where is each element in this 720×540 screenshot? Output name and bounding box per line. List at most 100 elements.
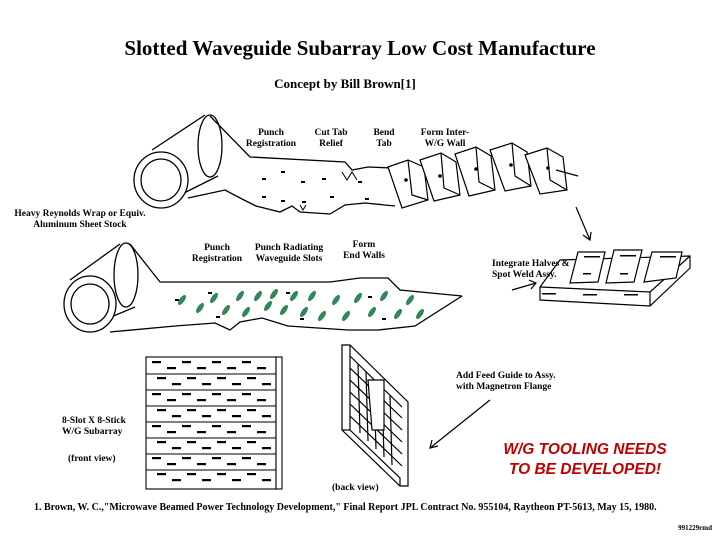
front-view-slot [227,367,236,370]
label-punch-radiating-slots: Punch Radiating Waveguide Slots [254,243,324,264]
front-view-slot [247,409,256,412]
label-add-feed-guide: Add Feed Guide to Assy. with Magnetron F… [456,371,556,392]
front-view-slot [217,441,226,444]
front-view-slot [187,441,196,444]
page-subtitle: Concept by Bill Brown[1] [274,76,416,91]
front-view-slot [242,393,251,396]
front-view-slot [257,399,266,402]
front-view-slot [242,457,251,460]
front-view-slot [157,473,166,476]
front-view-slot [157,409,166,412]
front-view-slot [152,393,161,396]
label-bend-tab: Bend Tab [373,128,395,149]
page-title: Slotted Waveguide Subarray Low Cost Manu… [124,36,596,60]
front-view-slot [172,447,181,450]
front-view-slot [262,415,271,418]
front-view-slot [232,415,241,418]
arrow-slots-to-assembly [511,279,537,291]
front-view-slot [187,409,196,412]
front-view-slot [197,463,206,466]
front-view-slot [212,457,221,460]
bottom-sheet-strip [109,243,463,333]
front-view-slot [217,409,226,412]
front-view-slot [232,447,241,450]
top-sheet-roll [133,114,223,209]
front-view-slot [167,463,176,466]
front-view-subarray [145,356,283,490]
front-view-slot [182,361,191,364]
front-view-slot [197,399,206,402]
front-view-slot [217,473,226,476]
front-view-slot [197,367,206,370]
front-view-slot [182,393,191,396]
front-view-slot [247,473,256,476]
front-view-slot [187,473,196,476]
back-view-subarray [341,344,409,487]
front-view-slot [172,479,181,482]
tooling-note: W/G TOOLING NEEDS TO BE DEVELOPED! [503,441,667,478]
front-view-slot [202,415,211,418]
label-front-view: (front view) [68,454,116,464]
front-view-slot [182,457,191,460]
front-view-slot [202,447,211,450]
front-view-slot [257,431,266,434]
front-view-slot [247,377,256,380]
bottom-sheet-roll [63,242,139,333]
front-view-slot [262,447,271,450]
top-registration-holes [262,171,369,203]
front-view-slot [202,383,211,386]
front-view-slot [242,425,251,428]
label-punch-registration-top: Punch Registration [245,128,297,149]
top-tab-zigzag [299,171,358,211]
integrated-assembly [539,249,691,307]
front-view-slot [232,479,241,482]
front-view-slot [262,479,271,482]
front-view-slot [202,479,211,482]
label-integrate-halves: Integrate Halves & Spot Weld Assy. [492,259,570,280]
front-view-slot [227,399,236,402]
arrow-to-front-view [429,399,491,449]
reference-citation: 1. Brown, W. C.,"Microwave Beamed Power … [34,502,657,513]
channel-dots [404,163,550,182]
front-view-slot [152,425,161,428]
front-view-slot [167,431,176,434]
top-sheet-strip [187,115,396,215]
front-view-slot [157,441,166,444]
inter-wall-channels [387,142,579,209]
front-view-slot [167,399,176,402]
front-view-slot [212,361,221,364]
front-view-slot [167,367,176,370]
front-view-slot [227,463,236,466]
radiating-slots [178,289,424,321]
front-view-slot [262,383,271,386]
label-cut-tab-relief: Cut Tab Relief [314,128,348,149]
front-view-slot [242,361,251,364]
front-view-slot [217,377,226,380]
label-subarray: 8-Slot X 8-Stick W/G Subarray [62,416,126,437]
assembly-spot-welds [542,255,676,296]
front-view-slot [232,383,241,386]
front-view-slot [152,457,161,460]
label-form-inter-wall: Form Inter- W/G Wall [420,128,470,149]
label-sheet-stock: Heavy Reynolds Wrap or Equiv. Aluminum S… [14,209,146,230]
label-form-end-walls: Form End Walls [343,240,385,261]
front-view-slot [257,463,266,466]
front-view-slot [152,361,161,364]
arrow-to-assembly [575,206,592,242]
front-view-slot [227,431,236,434]
label-back-view: (back view) [332,483,379,493]
front-view-slot [172,383,181,386]
front-view-slot [212,393,221,396]
front-view-slot [247,441,256,444]
front-view-slot [197,431,206,434]
front-view-slot [212,425,221,428]
front-view-slot [182,425,191,428]
document-code: 991229rmd [678,524,712,532]
front-view-slot [172,415,181,418]
front-view-slot [187,377,196,380]
label-punch-registration-bottom: Punch Registration [191,243,243,264]
front-view-slot [157,377,166,380]
front-view-slots [152,361,271,482]
front-view-slot [257,367,266,370]
